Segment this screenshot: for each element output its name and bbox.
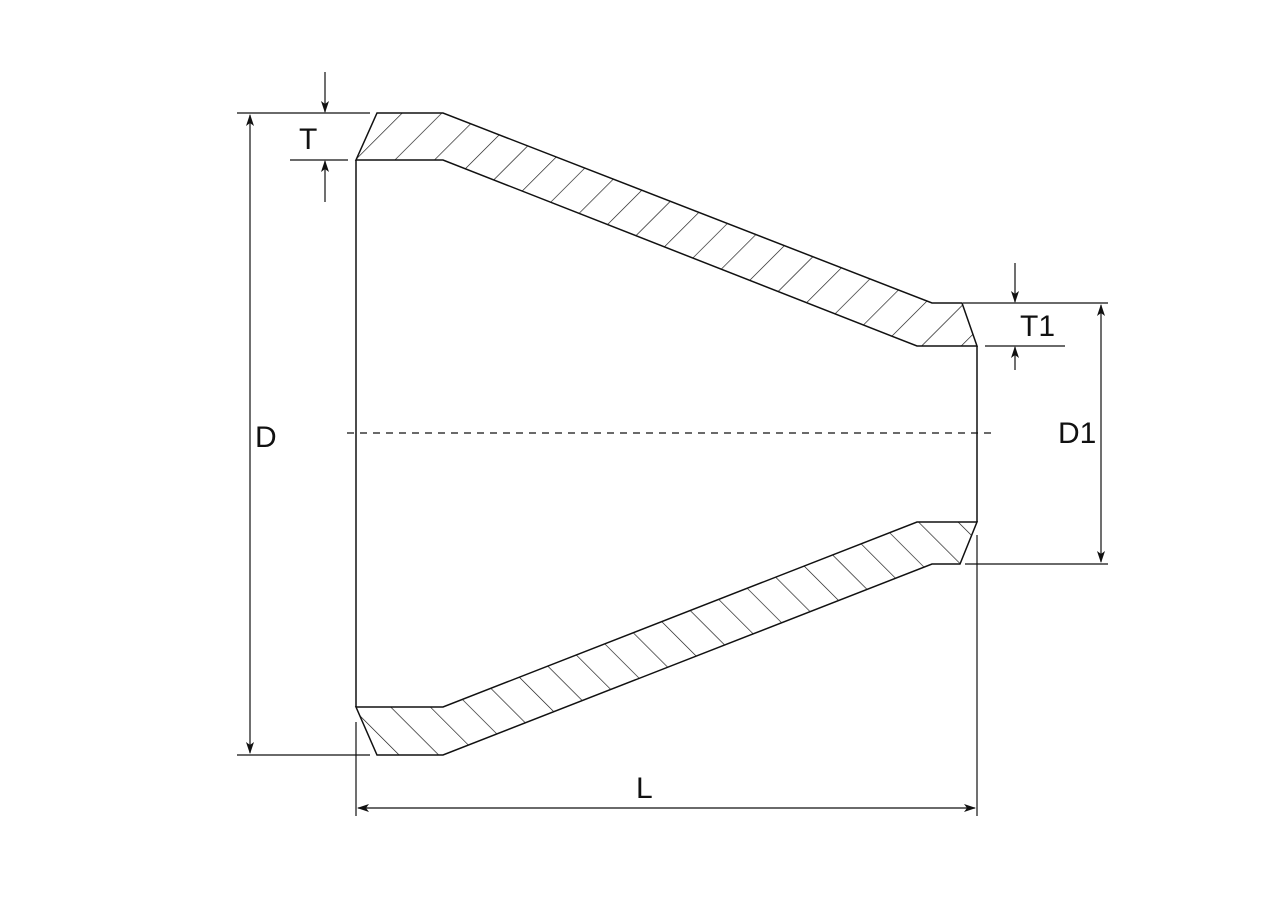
label-d1: D1 — [1058, 417, 1096, 450]
label-t: T — [299, 123, 317, 156]
bottom-wall-section — [354, 521, 979, 756]
label-t1: T1 — [1020, 310, 1055, 343]
top-wall-section — [354, 112, 979, 347]
label-l: L — [636, 772, 653, 805]
label-d: D — [255, 421, 277, 454]
